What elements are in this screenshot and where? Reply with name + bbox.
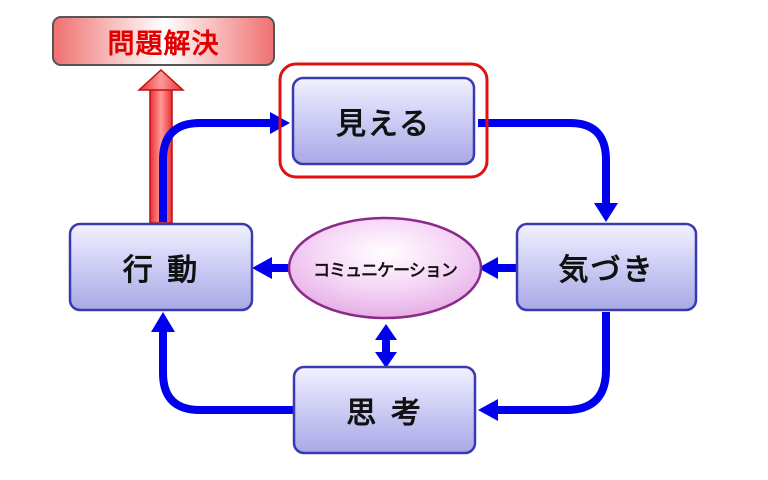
node-kizuki [515, 222, 698, 312]
node-mieru-label: 見える [335, 107, 432, 142]
arrow-kizuki-to-shikou [496, 312, 610, 414]
arrow-shikou-to-koudou [159, 330, 294, 414]
node-koudou-label: 行 動 [122, 253, 200, 288]
title-label: 問題解決 [107, 28, 220, 60]
communication-label: コミュニケーション [313, 260, 458, 281]
arrow-koudou-to-mieru [159, 119, 272, 222]
communication-ellipse [287, 216, 483, 320]
node-shikou [292, 365, 477, 455]
arrow-mieru-to-kizuki [478, 119, 610, 205]
node-mieru [291, 76, 476, 166]
node-kizuki-label: 気づき [558, 253, 655, 288]
node-koudou [68, 222, 254, 312]
mieru-highlight [278, 62, 489, 179]
node-shikou-label: 思 考 [346, 396, 423, 431]
title-banner [52, 16, 275, 66]
